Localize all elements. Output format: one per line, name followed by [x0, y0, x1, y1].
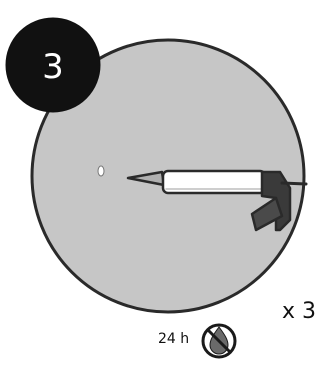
step-number: 3	[42, 47, 64, 87]
drying-time-label: 24 h	[158, 331, 189, 347]
step-badge: 3	[6, 18, 100, 112]
no-water-drop-icon	[203, 325, 235, 357]
repeat-count: x 3	[282, 299, 316, 324]
wall-hole-icon	[98, 166, 104, 176]
